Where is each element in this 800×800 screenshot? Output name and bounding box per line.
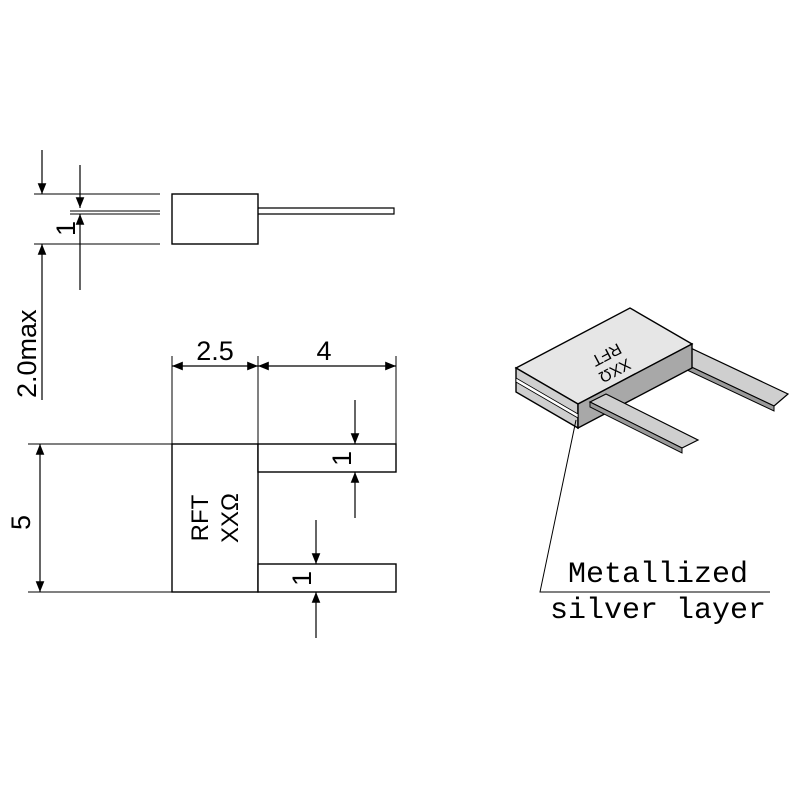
dim-lead-width-upper: 1 bbox=[327, 400, 360, 518]
iso-lead-front bbox=[588, 393, 700, 449]
dim-body-height: 5 bbox=[6, 444, 45, 592]
body-marking: RFT XXΩ bbox=[187, 493, 244, 543]
callout-leader bbox=[539, 419, 770, 593]
callout-line1: Metallized bbox=[568, 558, 748, 592]
callout-line2: silver layer bbox=[550, 594, 766, 628]
top-lead-upper bbox=[257, 443, 397, 473]
top-lead-lower bbox=[257, 563, 397, 593]
isometric-view: RFT XXΩ Metallized silver layer bbox=[514, 307, 790, 628]
label-lead-width-lower: 1 bbox=[287, 571, 317, 586]
label-lead-thickness: 1 bbox=[51, 221, 81, 236]
dim-lead-width-lower: 1 bbox=[287, 520, 321, 638]
label-lead-length: 4 bbox=[316, 336, 331, 366]
dim-lead-thickness: 1 bbox=[51, 165, 85, 290]
marking-line2: XXΩ bbox=[217, 493, 244, 543]
label-lead-width-upper: 1 bbox=[327, 451, 357, 466]
top-view: RFT XXΩ 2.5 4 5 1 bbox=[6, 336, 397, 638]
marking-line1: RFT bbox=[187, 494, 214, 541]
top-body bbox=[171, 443, 259, 593]
dim-body-width: 2.5 bbox=[172, 336, 258, 371]
side-body bbox=[171, 193, 259, 245]
iso-silver-layer bbox=[515, 377, 579, 419]
side-view: 2.0max 1 bbox=[12, 150, 395, 400]
side-lead bbox=[258, 207, 395, 215]
label-body-height: 5 bbox=[6, 515, 36, 530]
label-body-width: 2.5 bbox=[196, 336, 234, 366]
dim-lead-length: 4 bbox=[258, 336, 396, 371]
label-total-thickness: 2.0max bbox=[12, 309, 42, 398]
dim-total-thickness: 2.0max bbox=[12, 150, 47, 400]
